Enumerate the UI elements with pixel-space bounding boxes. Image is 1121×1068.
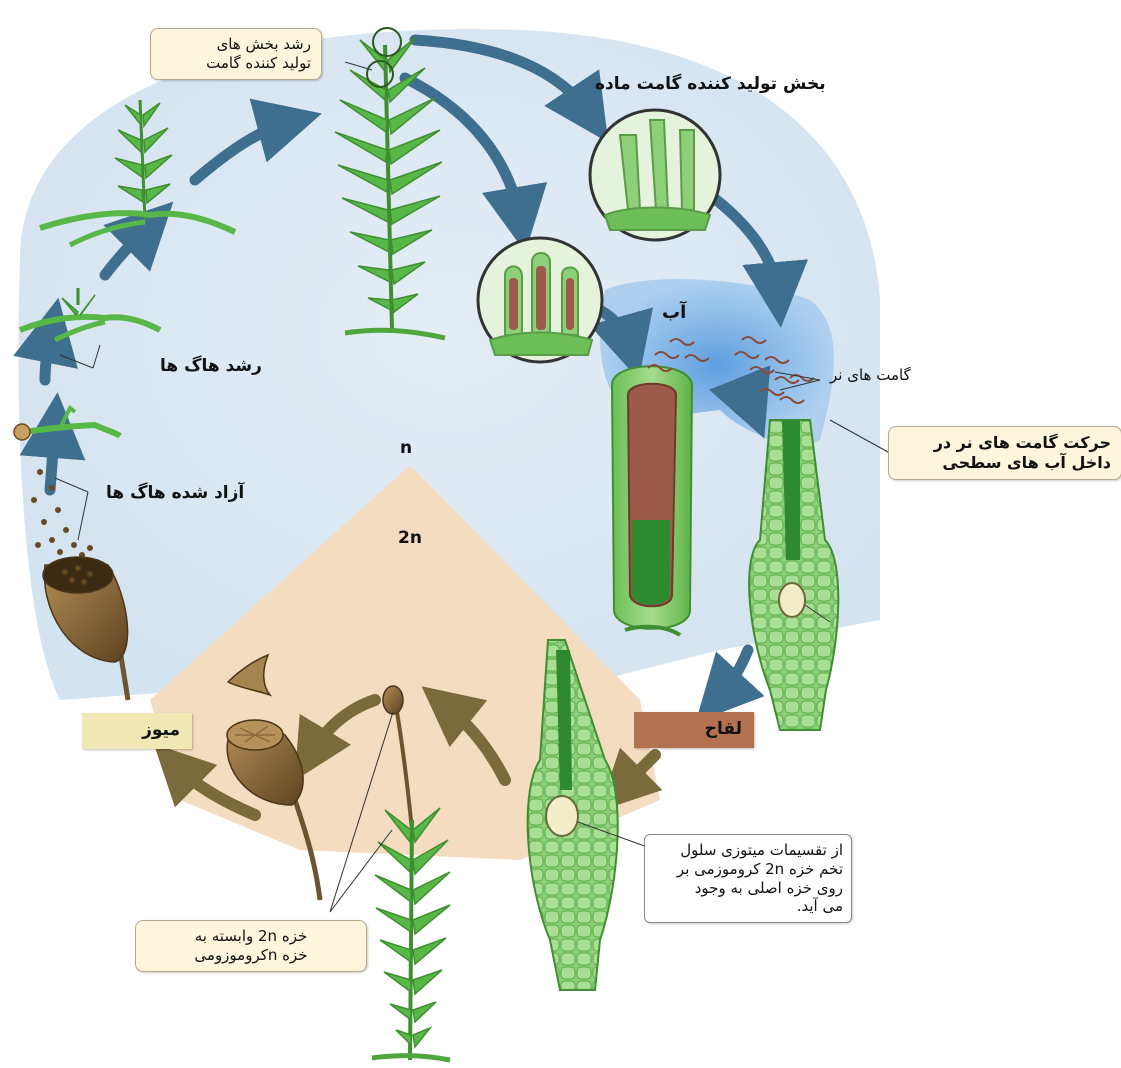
zygote-note-line2: تخم خزه 2n کروموزمی بر: [653, 860, 843, 879]
zygote-note-line4: می آید.: [653, 897, 843, 916]
ploidy-2n-label: 2n: [398, 528, 422, 548]
female-part-label: بخش تولید کننده گامت ماده: [595, 74, 826, 94]
sporophyte-note-line2: خزه nکروموزومی: [146, 946, 356, 965]
gametophore-growth-line2: تولید کننده گامت: [161, 54, 311, 73]
spore-growth-label: رشد هاگ ها: [160, 356, 262, 376]
water-label: آب: [662, 302, 686, 323]
zygote-note-line1: از تقسیمات میتوزی سلول: [653, 841, 843, 860]
sporophyte-note-line1: خزه 2n وابسته به: [146, 927, 356, 946]
gamete-movement-line2: داخل آب های سطحی: [899, 453, 1111, 473]
gametophore-growth-note: رشد بخش های تولید کننده گامت: [150, 28, 322, 80]
fertilization-label: لقاح: [634, 712, 754, 747]
ploidy-n-label: n: [400, 438, 412, 458]
gametophore-growth-line1: رشد بخش های: [161, 35, 311, 54]
male-gametes-label: گامت های نر: [830, 366, 911, 384]
gamete-movement-line1: حرکت گامت های نر در: [899, 433, 1111, 453]
released-spores-label: آزاد شده هاگ ها: [106, 483, 244, 503]
fertilization-box: لقاح: [634, 712, 754, 748]
sporophyte-note: خزه 2n وابسته به خزه nکروموزومی: [135, 920, 367, 972]
zygote-note-line3: روی خزه اصلی به وجود: [653, 879, 843, 898]
gamete-movement-note: حرکت گامت های نر در داخل آب های سطحی: [888, 426, 1121, 480]
zygote-note: از تقسیمات میتوزی سلول تخم خزه 2n کروموز…: [644, 834, 852, 923]
antheridia-magnified: [478, 238, 602, 362]
meiosis-label: میوز: [82, 713, 192, 748]
meiosis-box: میوز: [82, 713, 192, 749]
antheridium: [612, 366, 692, 635]
archegonia-magnified: [590, 110, 720, 240]
